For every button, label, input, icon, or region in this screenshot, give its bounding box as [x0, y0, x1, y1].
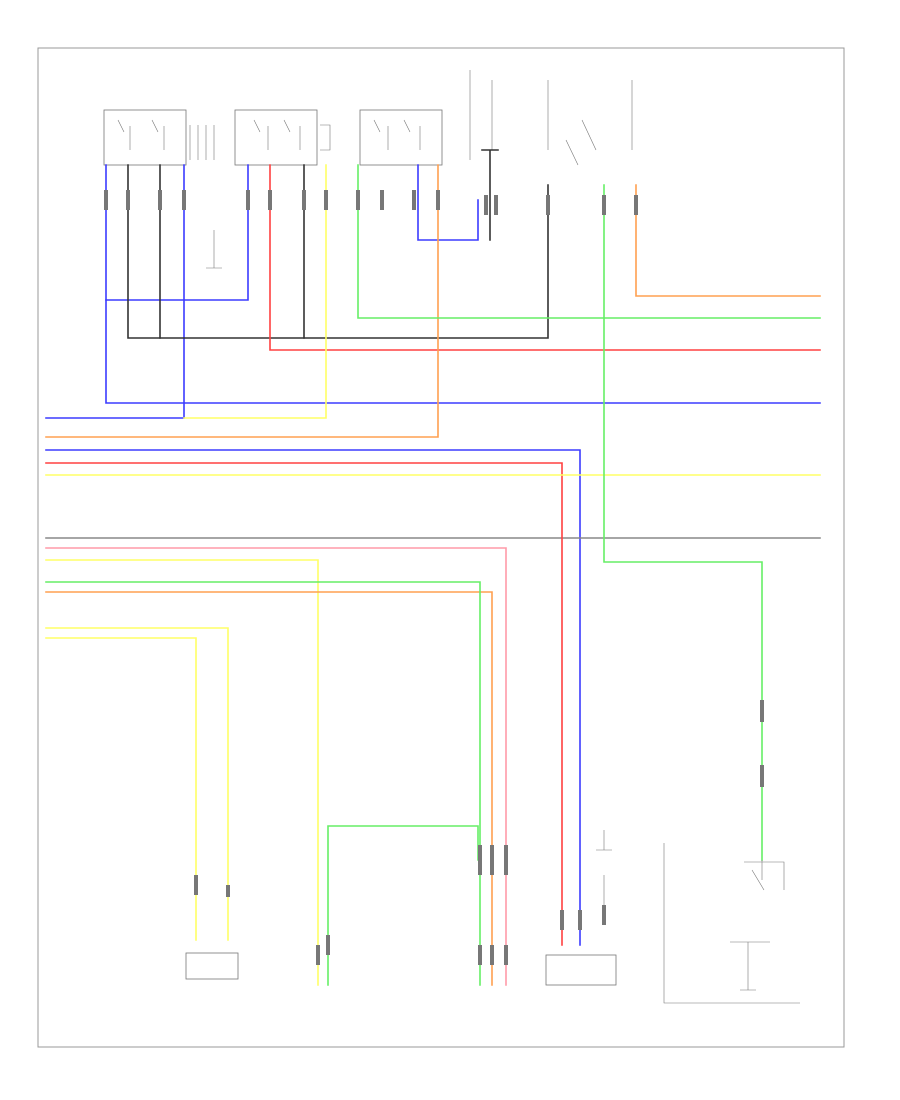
wire-blue-4: [45, 449, 581, 946]
clutch-assembly: [663, 843, 800, 1004]
wire-blue-5: [417, 164, 479, 241]
fuse-group-top: [189, 70, 633, 166]
relay-box-right: [359, 109, 443, 166]
wire-yellow-4: [45, 627, 229, 941]
component-box-left: [185, 952, 239, 980]
wire-yellow-3: [45, 559, 319, 986]
relay-box-mid: [234, 109, 318, 166]
diagram-frame: [37, 47, 845, 1048]
wire-orange-1: [45, 164, 439, 438]
wire-blue-1: [105, 164, 821, 404]
wire-orange-2: [635, 184, 821, 297]
wire-red-2: [45, 462, 563, 946]
connector-pins: [104, 190, 764, 965]
wire-yellow-5: [45, 637, 197, 941]
wire-yellow-1: [183, 164, 327, 419]
wire-green-4: [327, 825, 479, 986]
wire-pink-1: [45, 547, 507, 986]
relay-box-left: [103, 109, 187, 166]
component-box-right: [545, 830, 617, 986]
wire-blue-3: [45, 164, 185, 419]
wire-black-1: [127, 164, 549, 339]
wire-orange-3: [45, 591, 493, 986]
wire-red-1: [269, 164, 821, 351]
ground-symbol-top: [206, 230, 222, 269]
wire-green-1: [357, 164, 821, 319]
wire-black-4: [481, 149, 499, 241]
wire-green-3: [45, 581, 481, 986]
wire-green-2: [603, 184, 763, 861]
